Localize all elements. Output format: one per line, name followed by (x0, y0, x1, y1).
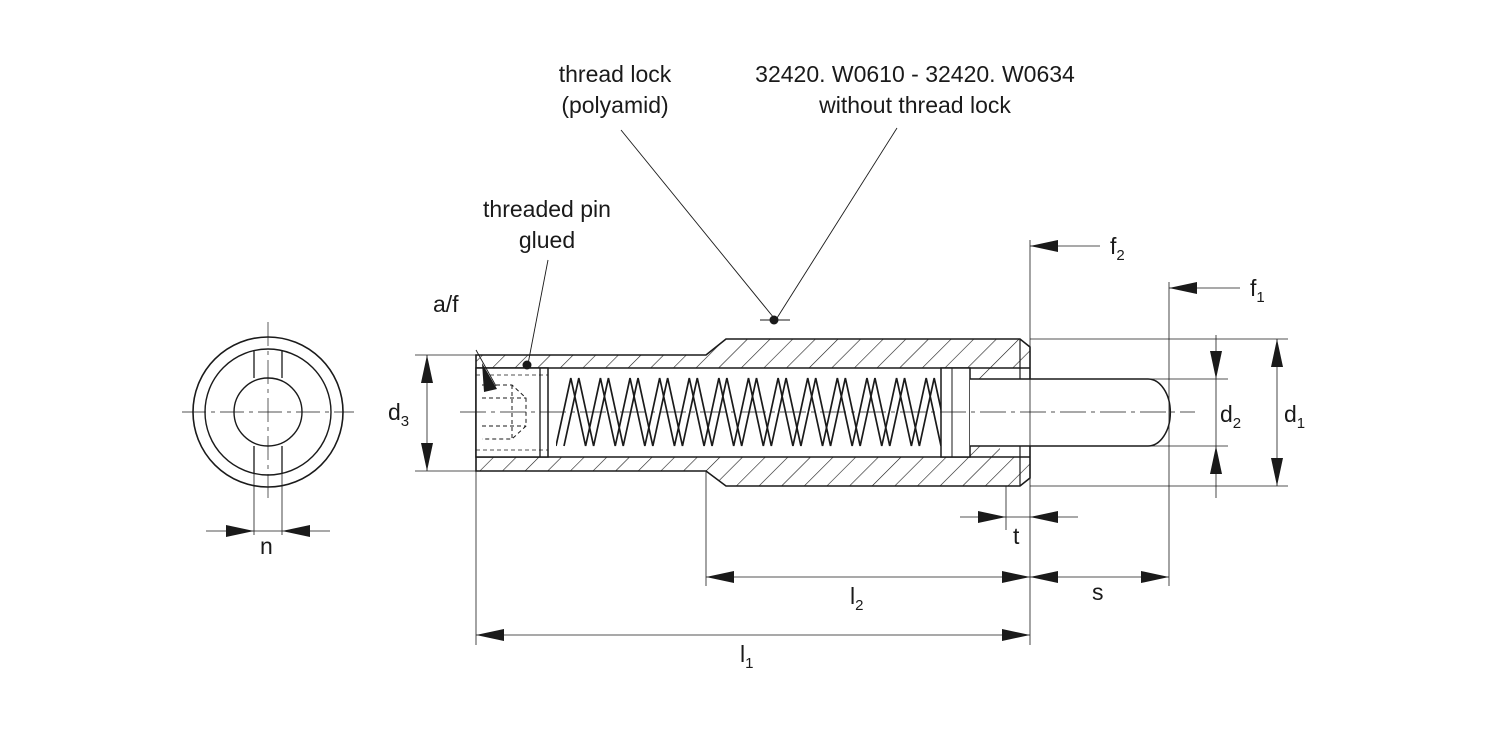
dim-f2: f2 (1110, 233, 1125, 264)
dim-d2: d2 (1220, 401, 1242, 432)
dim-n: n (260, 533, 273, 559)
dim-f1: f1 (1250, 275, 1265, 306)
thread-lock-line1: thread lock (558, 61, 672, 87)
threaded-pin-line2: glued (518, 227, 576, 253)
dim-d1: d1 (1284, 401, 1306, 432)
leader-lines (527, 127, 898, 365)
threaded-pin (475, 349, 549, 458)
glue-dot (522, 360, 532, 370)
compression-spring (556, 377, 941, 447)
thread-lock-label: thread lock (polyamid) (520, 60, 710, 119)
part-range: 32420. W0610 - 32420. W0634 (755, 61, 1075, 87)
dim-s: s (1092, 579, 1104, 605)
plunger (940, 367, 1172, 458)
thread-lock-dot (769, 315, 779, 325)
threaded-pin-label: threaded pin glued (457, 195, 637, 254)
dim-l2: l2 (850, 583, 864, 614)
dim-l1: l1 (740, 641, 754, 672)
dim-t: t (1013, 523, 1020, 549)
dimension-lines (415, 240, 1288, 645)
part-range-label: 32420. W0610 - 32420. W0634 without thre… (725, 60, 1105, 119)
threaded-pin-line1: threaded pin (483, 196, 611, 222)
dim-d3: d3 (388, 399, 410, 430)
end-view (182, 322, 354, 537)
across-flats-label: a/f (433, 291, 459, 317)
without-thread-lock: without thread lock (819, 92, 1011, 118)
thread-lock-line2: (polyamid) (561, 92, 669, 118)
